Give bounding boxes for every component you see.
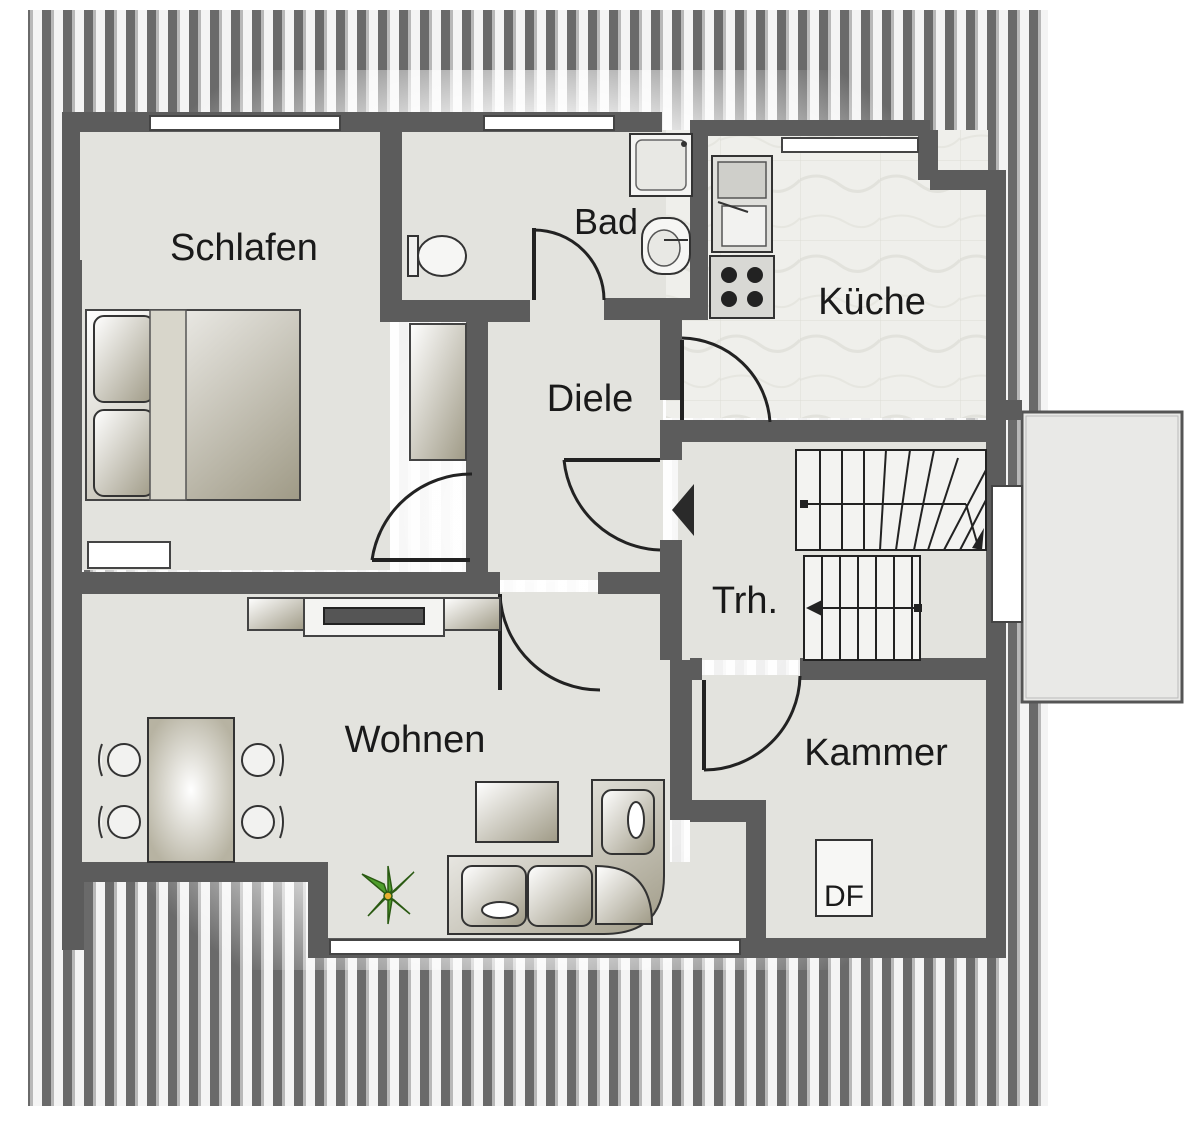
coffee-table bbox=[475, 781, 559, 843]
room-label-kammer: Kammer bbox=[804, 732, 948, 774]
toilet-icon bbox=[407, 235, 467, 277]
door-swing-icon bbox=[370, 228, 802, 772]
sink-icon bbox=[641, 217, 691, 275]
room-label-kueche: Küche bbox=[818, 281, 926, 323]
dachfenster-label: DF bbox=[824, 880, 864, 913]
plant-icon bbox=[361, 865, 415, 925]
room-label-treppenhaus: Trh. bbox=[712, 580, 778, 622]
room-label-wohnen: Wohnen bbox=[345, 719, 486, 761]
staircase-icon bbox=[795, 449, 987, 661]
bed-icon bbox=[85, 309, 301, 501]
windows bbox=[87, 115, 1023, 955]
kitchen-sink-icon bbox=[711, 155, 773, 253]
sofa-icon bbox=[447, 779, 665, 935]
room-label-bad: Bad bbox=[574, 201, 638, 242]
shower-icon bbox=[629, 133, 693, 197]
room-label-schlafen: Schlafen bbox=[170, 227, 318, 269]
balcony bbox=[1020, 410, 1184, 704]
tv-icon bbox=[247, 597, 501, 637]
stove-icon bbox=[709, 255, 775, 319]
dining-table-icon bbox=[147, 717, 235, 863]
room-label-diele: Diele bbox=[547, 378, 634, 420]
chair-icon bbox=[98, 743, 284, 839]
dachfenster-box bbox=[815, 839, 873, 917]
entrance-arrow-icon bbox=[672, 484, 694, 536]
wardrobe bbox=[409, 323, 467, 461]
